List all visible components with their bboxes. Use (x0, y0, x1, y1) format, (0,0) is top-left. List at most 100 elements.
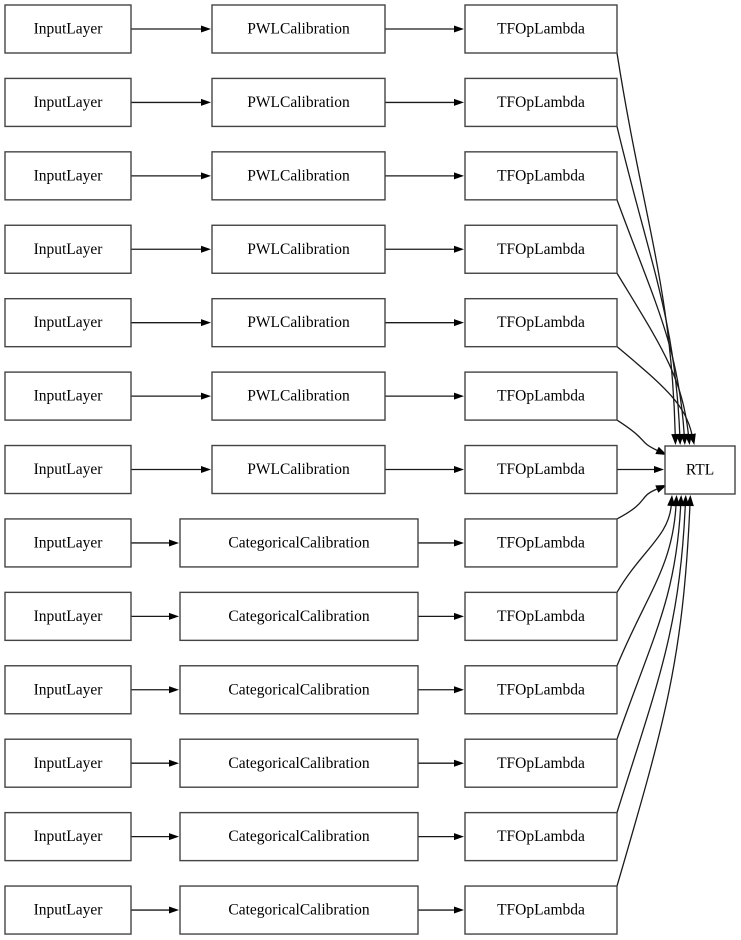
node-calibration-2[interactable]: PWLCalibration (211, 151, 386, 201)
node-tfoplambda-5[interactable]: TFOpLambda (464, 371, 618, 421)
node-input-layer-8[interactable]: InputLayer (4, 591, 132, 642)
node-calibration-4[interactable]: PWLCalibration (211, 297, 386, 348)
node-calibration-12-rect[interactable] (179, 885, 419, 935)
node-tfoplambda-2-label: TFOpLambda (497, 167, 585, 184)
node-input-layer-10[interactable]: InputLayer (4, 738, 132, 788)
node-tfoplambda-7[interactable]: TFOpLambda (464, 518, 618, 568)
node-tfoplambda-3-rect[interactable] (464, 224, 618, 274)
node-calibration-12[interactable]: CategoricalCalibration (179, 885, 419, 935)
node-input-layer-11[interactable]: InputLayer (4, 811, 132, 862)
node-tfoplambda-2[interactable]: TFOpLambda (464, 151, 618, 201)
node-calibration-10-rect[interactable] (179, 738, 419, 788)
node-calibration-5-rect[interactable] (211, 371, 386, 421)
node-tfoplambda-12[interactable]: TFOpLambda (464, 885, 618, 935)
node-calibration-6[interactable]: PWLCalibration (211, 444, 386, 495)
node-input-layer-4[interactable]: InputLayer (4, 297, 132, 348)
node-rtl[interactable]: RTL (664, 445, 736, 495)
node-tfoplambda-9-rect[interactable] (464, 665, 618, 715)
node-tfoplambda-8-rect[interactable] (464, 591, 618, 642)
edge-lambda-5-to-rtl (616, 419, 667, 455)
edge-input-8-to-calibration-head (169, 612, 179, 620)
node-tfoplambda-5-label: TFOpLambda (497, 388, 585, 405)
node-input-layer-0-rect[interactable] (4, 4, 132, 54)
node-tfoplambda-8[interactable]: TFOpLambda (464, 591, 618, 642)
node-calibration-5[interactable]: PWLCalibration (211, 371, 386, 421)
node-calibration-11-rect[interactable] (179, 811, 419, 862)
node-calibration-3[interactable]: PWLCalibration (211, 224, 386, 274)
edge-input-12-to-calibration-head (169, 906, 179, 914)
node-tfoplambda-10-rect[interactable] (464, 738, 618, 788)
node-input-layer-2-rect[interactable] (4, 151, 132, 201)
node-tfoplambda-0[interactable]: TFOpLambda (464, 4, 618, 54)
node-input-layer-4-rect[interactable] (4, 297, 132, 348)
node-calibration-9[interactable]: CategoricalCalibration (179, 665, 419, 715)
node-calibration-11[interactable]: CategoricalCalibration (179, 811, 419, 862)
node-tfoplambda-4-rect[interactable] (464, 297, 618, 348)
node-tfoplambda-6[interactable]: TFOpLambda (464, 444, 618, 495)
node-input-layer-0[interactable]: InputLayer (4, 4, 132, 54)
node-input-layer-3-rect[interactable] (4, 224, 132, 274)
node-calibration-6-rect[interactable] (211, 444, 386, 495)
node-calibration-8-rect[interactable] (179, 591, 419, 642)
node-input-layer-5[interactable]: InputLayer (4, 371, 132, 421)
edge-lambda-0-to-rtl-line (616, 52, 676, 436)
node-tfoplambda-11-rect[interactable] (464, 811, 618, 862)
node-input-layer-1[interactable]: InputLayer (4, 77, 132, 128)
node-rtl-rect[interactable] (664, 445, 736, 495)
node-tfoplambda-9[interactable]: TFOpLambda (464, 665, 618, 715)
node-tfoplambda-7-rect[interactable] (464, 518, 618, 568)
edge-input-1-to-calibration (131, 98, 211, 106)
edge-calibration-9-to-lambda (418, 686, 464, 694)
node-tfoplambda-6-rect[interactable] (464, 444, 618, 495)
node-input-layer-11-rect[interactable] (4, 811, 132, 862)
node-input-layer-9-rect[interactable] (4, 665, 132, 715)
node-input-layer-12-rect[interactable] (4, 885, 132, 935)
edge-lambda-7-to-rtl-line (616, 488, 658, 520)
node-calibration-1[interactable]: PWLCalibration (211, 77, 386, 128)
edge-lambda-6-to-rtl-head (654, 466, 664, 474)
node-input-layer-3[interactable]: InputLayer (4, 224, 132, 274)
node-tfoplambda-5-rect[interactable] (464, 371, 618, 421)
node-input-layer-2[interactable]: InputLayer (4, 151, 132, 201)
node-calibration-9-rect[interactable] (179, 665, 419, 715)
edge-input-2-to-calibration-head (201, 172, 211, 180)
edge-lambda-4-to-rtl (616, 346, 696, 445)
node-tfoplambda-11[interactable]: TFOpLambda (464, 811, 618, 862)
node-tfoplambda-0-rect[interactable] (464, 4, 618, 54)
node-calibration-7[interactable]: CategoricalCalibration (179, 518, 419, 568)
node-calibration-0-rect[interactable] (211, 4, 386, 54)
node-input-layer-6[interactable]: InputLayer (4, 444, 132, 495)
edge-input-8-to-calibration (131, 612, 179, 620)
node-input-layer-12[interactable]: InputLayer (4, 885, 132, 935)
node-input-layer-5-rect[interactable] (4, 371, 132, 421)
edge-input-6-to-calibration-head (201, 466, 211, 474)
node-input-layer-9[interactable]: InputLayer (4, 665, 132, 715)
node-input-layer-8-rect[interactable] (4, 591, 132, 642)
node-calibration-3-rect[interactable] (211, 224, 386, 274)
node-input-layer-7-rect[interactable] (4, 518, 132, 568)
node-tfoplambda-10[interactable]: TFOpLambda (464, 738, 618, 788)
node-calibration-7-rect[interactable] (179, 518, 419, 568)
node-calibration-8[interactable]: CategoricalCalibration (179, 591, 419, 642)
node-input-layer-1-rect[interactable] (4, 77, 132, 128)
node-input-layer-8-label: InputLayer (34, 608, 104, 625)
node-input-layer-10-rect[interactable] (4, 738, 132, 788)
node-tfoplambda-12-rect[interactable] (464, 885, 618, 935)
node-tfoplambda-4-label: TFOpLambda (497, 314, 585, 331)
edge-calibration-12-to-lambda-head (454, 906, 464, 914)
node-tfoplambda-4[interactable]: TFOpLambda (464, 297, 618, 348)
node-input-layer-7[interactable]: InputLayer (4, 518, 132, 568)
node-tfoplambda-1[interactable]: TFOpLambda (464, 77, 618, 128)
node-calibration-4-rect[interactable] (211, 297, 386, 348)
node-calibration-10[interactable]: CategoricalCalibration (179, 738, 419, 788)
node-tfoplambda-2-rect[interactable] (464, 151, 618, 201)
node-calibration-1-rect[interactable] (211, 77, 386, 128)
edge-calibration-4-to-lambda (385, 319, 464, 327)
node-tfoplambda-1-rect[interactable] (464, 77, 618, 128)
node-input-layer-6-rect[interactable] (4, 444, 132, 495)
node-calibration-2-rect[interactable] (211, 151, 386, 201)
node-calibration-0[interactable]: PWLCalibration (211, 4, 386, 54)
node-tfoplambda-3[interactable]: TFOpLambda (464, 224, 618, 274)
edge-lambda-7-to-rtl-head (655, 485, 667, 493)
